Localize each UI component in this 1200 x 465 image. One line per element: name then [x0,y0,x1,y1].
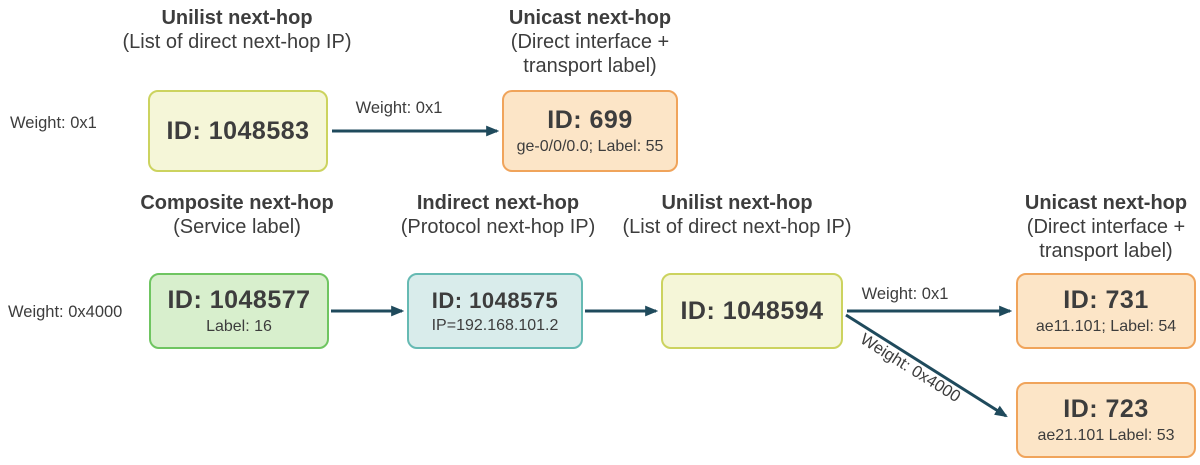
heading-subtitle: (List of direct next-hop IP) [122,31,352,53]
heading-title: Unilist next-hop [661,192,813,214]
node-unilist-1048594: ID: 1048594 [661,273,843,349]
arrow-unilist-to-unicast-723 [845,313,1008,418]
heading-unilist-row2: Unilist next-hop (List of direct next-ho… [587,191,887,239]
node-id-label: ID: 723 [1063,395,1149,423]
heading-composite: Composite next-hop (Service label) [87,191,387,239]
edge-weight-label-731: Weight: 0x1 [861,285,949,303]
node-unilist-1048583: ID: 1048583 [148,90,328,172]
node-id-label: ID: 699 [547,106,633,134]
node-detail-label: Label: 16 [206,318,272,335]
node-unicast-731: ID: 731 ae11.101; Label: 54 [1016,273,1196,349]
heading-subtitle-line2: transport label) [523,55,657,77]
heading-unicast-row2: Unicast next-hop (Direct interface + tra… [976,191,1200,263]
node-id-label: ID: 1048577 [167,286,311,314]
edge-weight-label-723: Weight: 0x4000 [856,330,964,407]
node-detail-label: ae11.101; Label: 54 [1035,318,1177,335]
node-detail-label: IP=192.168.101.2 [431,316,559,334]
node-id-label: ID: 1048594 [680,296,824,325]
heading-title: Unicast next-hop [508,7,672,29]
heading-unicast-row1: Unicast next-hop (Direct interface + tra… [440,6,740,78]
heading-subtitle-line1: (Direct interface + [1026,216,1186,238]
node-id-label: ID: 1048575 [431,287,559,313]
weight-caption-row2: Weight: 0x4000 [8,303,123,321]
node-indirect-1048575: ID: 1048575 IP=192.168.101.2 [407,273,583,349]
node-id-label: ID: 1048583 [166,116,310,145]
heading-title: Unilist next-hop [161,7,313,29]
node-id-label: ID: 731 [1063,286,1149,314]
node-detail-label: ge-0/0/0.0; Label: 55 [516,138,664,155]
heading-subtitle: (List of direct next-hop IP) [622,216,852,238]
heading-subtitle: (Service label) [173,216,301,238]
heading-title: Unicast next-hop [1024,192,1188,214]
heading-unilist-row1: Unilist next-hop (List of direct next-ho… [87,6,387,54]
node-unicast-723: ID: 723 ae21.101 Label: 53 [1016,382,1196,458]
heading-subtitle-line1: (Direct interface + [510,31,670,53]
heading-subtitle: (Protocol next-hop IP) [400,216,596,238]
heading-indirect: Indirect next-hop (Protocol next-hop IP) [348,191,648,239]
weight-caption-row1: Weight: 0x1 [10,114,97,132]
heading-title: Indirect next-hop [416,192,580,214]
node-unicast-699: ID: 699 ge-0/0/0.0; Label: 55 [502,90,678,172]
node-detail-label: ae21.101 Label: 53 [1037,427,1175,444]
node-composite-1048577: ID: 1048577 Label: 16 [149,273,329,349]
heading-title: Composite next-hop [140,192,334,214]
heading-subtitle-line2: transport label) [1039,240,1173,262]
edge-weight-label-row1: Weight: 0x1 [355,99,443,117]
